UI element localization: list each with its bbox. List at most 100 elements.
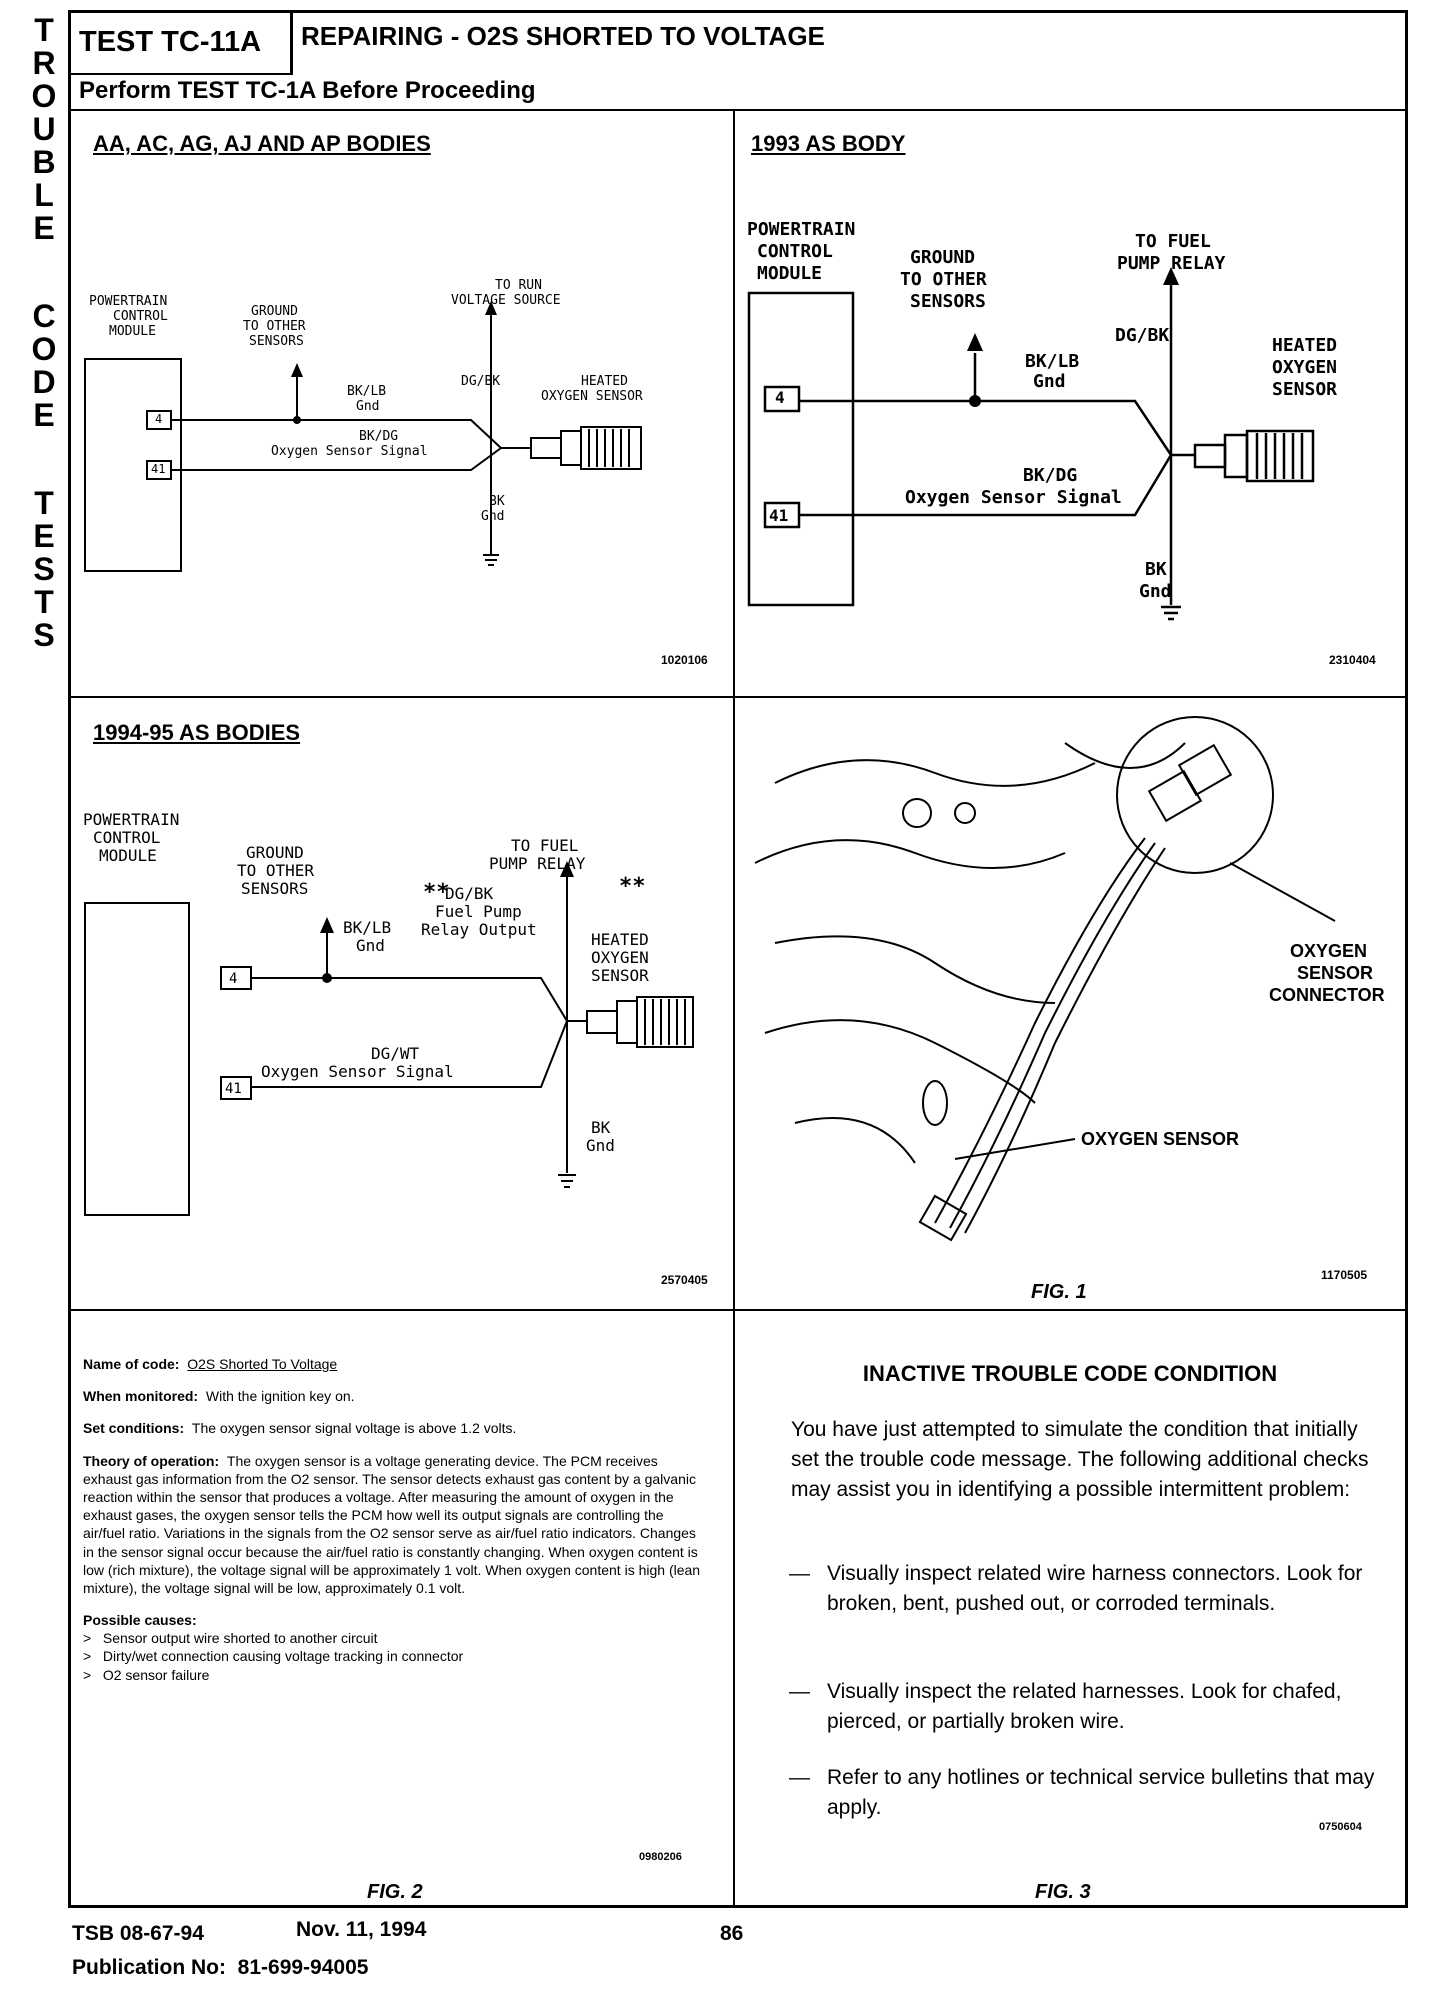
svg-text:MODULE: MODULE	[99, 846, 157, 865]
svg-text:TO OTHER: TO OTHER	[237, 861, 314, 880]
panel-title: 1994-95 AS BODIES	[93, 720, 301, 745]
page-subtitle: Perform TEST TC-1A Before Proceeding	[79, 77, 536, 104]
footer-tsb: TSB 08-67-94	[72, 1922, 204, 1945]
svg-text:Gnd: Gnd	[1139, 581, 1172, 602]
svg-text:Gnd: Gnd	[586, 1136, 615, 1155]
svg-text:DG/WT: DG/WT	[371, 1044, 420, 1063]
test-id: TEST TC-11A	[71, 13, 293, 75]
svg-text:BK: BK	[591, 1118, 611, 1137]
side-letter: T	[34, 485, 54, 521]
svg-text:CONTROL: CONTROL	[93, 828, 160, 847]
svg-text:SENSOR: SENSOR	[1297, 963, 1373, 983]
svg-text:OXYGEN SENSOR: OXYGEN SENSOR	[1081, 1129, 1239, 1149]
svg-text:PUMP RELAY: PUMP RELAY	[489, 854, 586, 873]
svg-text:Gnd: Gnd	[1033, 371, 1066, 392]
svg-text:BK: BK	[489, 494, 505, 509]
svg-text:BK/LB: BK/LB	[347, 384, 386, 399]
panel-title: AA, AC, AG, AJ AND AP BODIES	[93, 131, 431, 156]
figure-id: 2310404	[1329, 653, 1376, 667]
svg-text:4: 4	[229, 971, 237, 987]
svg-text:Oxygen Sensor Signal: Oxygen Sensor Signal	[261, 1062, 454, 1081]
side-letter: E	[33, 518, 55, 554]
check-item: —Visually inspect the related harnesses.…	[789, 1680, 1342, 1733]
divider	[71, 1309, 1405, 1311]
side-letter: T	[34, 584, 54, 620]
svg-text:Gnd: Gnd	[356, 936, 385, 955]
svg-text:Oxygen Sensor Signal: Oxygen Sensor Signal	[271, 444, 428, 459]
cause-item: > Sensor output wire shorted to another …	[83, 1630, 378, 1647]
svg-text:Gnd: Gnd	[481, 509, 504, 524]
side-letter: E	[33, 210, 55, 246]
side-letter: O	[31, 331, 57, 367]
side-letter: O	[31, 78, 57, 114]
svg-text:Oxygen Sensor Signal: Oxygen Sensor Signal	[905, 487, 1122, 508]
side-letter: D	[32, 364, 56, 400]
check-item: —Visually inspect related wire harness c…	[789, 1562, 1363, 1615]
svg-text:TO FUEL: TO FUEL	[511, 836, 578, 855]
inactive-title: INACTIVE TROUBLE CODE CONDITION	[862, 1361, 1278, 1386]
svg-text:SENSORS: SENSORS	[241, 879, 308, 898]
engine-illustration: OXYGEN SENSOR CONNECTOR OXYGEN SENSOR	[754, 716, 1385, 1242]
svg-text:SENSOR: SENSOR	[1272, 379, 1337, 400]
svg-text:Relay Output: Relay Output	[421, 920, 537, 939]
divider	[71, 696, 1405, 698]
name-of-code: Name of code: O2S Shorted To Voltage	[83, 1356, 338, 1372]
svg-text:4: 4	[155, 412, 162, 426]
side-letter: T	[34, 12, 54, 48]
check-item: —Refer to any hotlines or technical serv…	[789, 1766, 1375, 1819]
page-number: 86	[720, 1922, 744, 1945]
svg-text:OXYGEN SENSOR: OXYGEN SENSOR	[541, 389, 643, 404]
theory-of-operation: Theory of operation: The oxygen sensor i…	[83, 1452, 701, 1596]
side-letter: E	[33, 397, 55, 433]
svg-text:GROUND: GROUND	[251, 304, 298, 319]
svg-text:OXYGEN: OXYGEN	[1290, 941, 1367, 961]
figure-caption: FIG. 2	[367, 1881, 423, 1903]
svg-text:GROUND: GROUND	[910, 247, 975, 268]
svg-text:CONNECTOR: CONNECTOR	[1269, 985, 1385, 1005]
svg-text:MODULE: MODULE	[757, 263, 822, 284]
svg-text:CONTROL: CONTROL	[757, 241, 833, 262]
svg-text:TO OTHER: TO OTHER	[900, 269, 987, 290]
figure-id: 0750604	[1319, 1821, 1362, 1833]
wiring-diagram-a: POWERTRAIN CONTROL MODULE GROUND TO OTHE…	[84, 278, 643, 572]
wiring-diagram-c: POWERTRAIN CONTROL MODULE GROUND TO OTHE…	[83, 810, 694, 1216]
side-letter: S	[33, 551, 55, 587]
svg-text:POWERTRAIN: POWERTRAIN	[83, 810, 179, 829]
panel-title: 1993 AS BODY	[751, 131, 906, 156]
svg-text:SENSORS: SENSORS	[249, 334, 304, 349]
svg-text:BK/DG: BK/DG	[1023, 465, 1077, 486]
svg-text:HEATED: HEATED	[581, 374, 628, 389]
svg-text:BK/LB: BK/LB	[1025, 351, 1079, 372]
divider	[71, 109, 1405, 111]
svg-text:SENSOR: SENSOR	[591, 966, 649, 985]
cause-item: > Dirty/wet connection causing voltage t…	[83, 1648, 464, 1665]
wiring-diagram-b: POWERTRAIN CONTROL MODULE GROUND TO OTHE…	[747, 219, 1337, 621]
svg-text:BK/LB: BK/LB	[343, 918, 391, 937]
svg-text:DG/BK: DG/BK	[445, 884, 494, 903]
side-letter: U	[32, 111, 56, 147]
svg-text:**: **	[619, 874, 646, 899]
figure-id: 1170505	[1321, 1268, 1368, 1282]
possible-causes: Possible causes: > Sensor output wire sh…	[83, 1611, 703, 1684]
svg-text:41: 41	[151, 462, 165, 476]
figure-id: 0980206	[639, 1851, 682, 1863]
svg-text:DG/BK: DG/BK	[461, 374, 500, 389]
svg-text:PUMP RELAY: PUMP RELAY	[1117, 253, 1226, 274]
svg-text:BK/DG: BK/DG	[359, 429, 398, 444]
svg-text:POWERTRAIN: POWERTRAIN	[89, 294, 167, 309]
figure-id: 2570405	[661, 1273, 708, 1287]
when-monitored: When monitored: With the ignition key on…	[83, 1388, 355, 1405]
side-letter: R	[32, 45, 56, 81]
svg-text:MODULE: MODULE	[109, 324, 156, 339]
svg-text:OXYGEN: OXYGEN	[1272, 357, 1337, 378]
cause-item: > O2 sensor failure	[83, 1666, 210, 1683]
divider	[733, 109, 735, 1905]
svg-text:BK: BK	[1145, 559, 1167, 580]
svg-text:TO RUN: TO RUN	[495, 278, 542, 293]
page-title: REPAIRING - O2S SHORTED TO VOLTAGE	[301, 21, 825, 51]
svg-text:Gnd: Gnd	[356, 399, 379, 414]
set-conditions: Set conditions: The oxygen sensor signal…	[83, 1420, 517, 1437]
figure-caption: FIG. 3	[1035, 1881, 1091, 1903]
svg-text:CONTROL: CONTROL	[113, 309, 168, 324]
svg-text:4: 4	[775, 388, 785, 407]
